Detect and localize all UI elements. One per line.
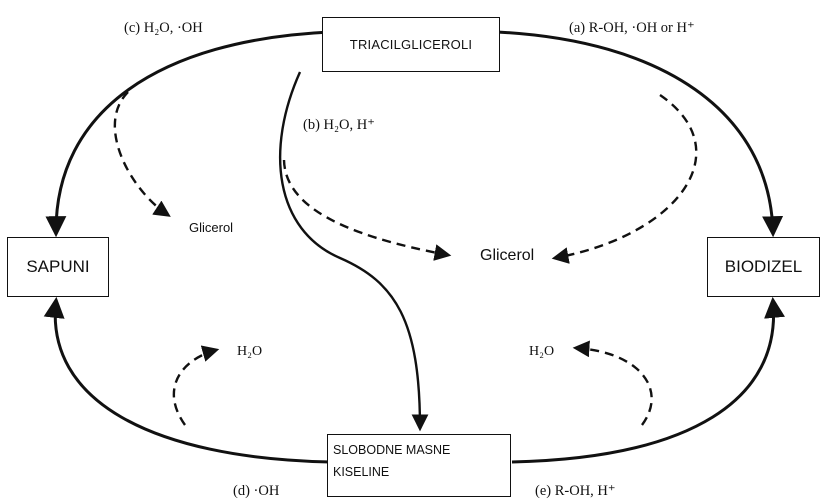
reaction-label-a: (a) R-OH, ·OH or H⁺ — [569, 20, 695, 36]
byproduct-water-left: H₂O — [237, 344, 263, 359]
reaction-label-e: (e) R-OH, H⁺ — [535, 483, 616, 499]
reaction-label-d: (d) ·OH — [233, 483, 280, 499]
arrow-kiseline-to-biodizel — [511, 296, 785, 464]
node-biodizel-label: BIODIZEL — [724, 257, 803, 276]
arrow-triacilgliceroli-to-biodizel — [496, 30, 784, 238]
byproduct-glicerol-left: Glicerol — [189, 220, 234, 235]
node-kiseline-label-line1: SLOBODNE MASNE — [333, 443, 451, 457]
dashed-arrow-glicerol-left — [113, 91, 171, 217]
node-slobodne-masne-kiseline: SLOBODNE MASNE KISELINE — [327, 434, 511, 497]
node-kiseline-label-line2: KISELINE — [333, 465, 390, 479]
dashed-arrow-glicerol-center-from-right — [551, 94, 698, 264]
arrow-triacilgliceroli-to-sapuni — [45, 30, 331, 238]
node-sapuni: SAPUNI — [7, 237, 109, 297]
reaction-label-c: (c) H₂O, ·OH — [124, 20, 203, 36]
byproduct-water-right: H₂O — [529, 344, 555, 359]
arrow-kiseline-to-sapuni — [43, 296, 331, 464]
arrow-triacilgliceroli-to-kiseline — [278, 71, 429, 432]
node-triacilgliceroli-label: TRIACILGLICEROLI — [349, 37, 473, 52]
reaction-label-b: (b) H₂O, H⁺ — [303, 117, 375, 133]
node-triacilgliceroli: TRIACILGLICEROLI — [322, 17, 500, 72]
node-biodizel: BIODIZEL — [707, 237, 820, 297]
dashed-arrow-glicerol-center-from-left — [282, 159, 452, 261]
node-sapuni-label: SAPUNI — [26, 257, 90, 276]
byproduct-glicerol-center: Glicerol — [480, 247, 535, 264]
dashed-arrow-water-right — [572, 340, 653, 426]
dashed-arrow-water-left — [172, 345, 220, 426]
